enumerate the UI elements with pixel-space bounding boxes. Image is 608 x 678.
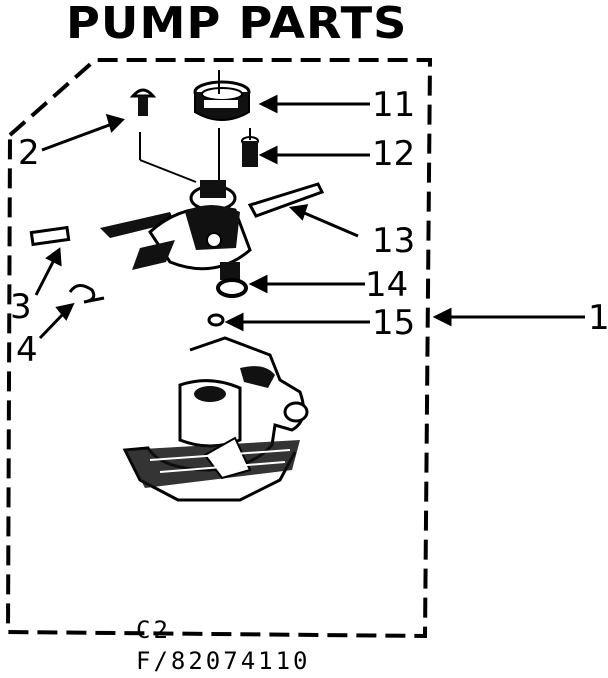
diagram-title: PUMP PARTS bbox=[66, 0, 408, 49]
part-13-lever bbox=[247, 182, 325, 218]
part-4-wire-clip bbox=[68, 284, 105, 304]
callout-11: 11 bbox=[372, 85, 416, 125]
callout-arrows bbox=[34, 94, 585, 340]
callout-15: 15 bbox=[372, 303, 416, 343]
assembly-boundary bbox=[5, 58, 433, 639]
figure-number: F/82074110 bbox=[136, 647, 311, 675]
part-3-clip bbox=[29, 225, 71, 247]
part-2-screw bbox=[129, 88, 157, 116]
callout-4: 4 bbox=[16, 330, 38, 370]
callout-12: 12 bbox=[372, 134, 416, 174]
part-14-seal bbox=[216, 262, 248, 298]
callout-2: 2 bbox=[18, 133, 40, 173]
part-12-bushing bbox=[241, 128, 259, 167]
pump-body bbox=[122, 336, 309, 502]
callout-13: 13 bbox=[372, 221, 416, 261]
pump-cover bbox=[100, 128, 252, 271]
part-11-coupling bbox=[193, 70, 251, 121]
callout-1: 1 bbox=[588, 298, 608, 338]
footer-code: C2 bbox=[136, 616, 171, 644]
callout-14: 14 bbox=[365, 265, 409, 305]
callout-3: 3 bbox=[10, 287, 32, 327]
part-15-nut bbox=[207, 313, 225, 327]
